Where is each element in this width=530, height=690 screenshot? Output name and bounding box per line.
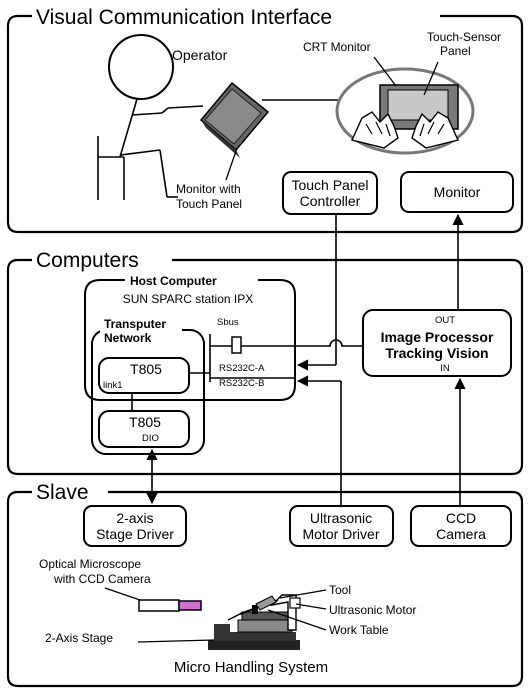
touch-panel-controller-box: Touch Panel Controller bbox=[282, 171, 378, 215]
ultrasonic-driver-label-2: Motor Driver bbox=[302, 526, 379, 542]
operator-label: Operator bbox=[172, 47, 228, 63]
microscope-icon bbox=[138, 599, 202, 612]
monitor-touch-label-2: Touch Panel bbox=[176, 197, 242, 211]
sbus-label: Sbus bbox=[217, 317, 239, 328]
micro-handling-system-label: Micro Handling System bbox=[174, 659, 328, 676]
microscope-label-1: Optical Microscope bbox=[39, 557, 141, 571]
microscope-pointer-line bbox=[104, 587, 141, 601]
dio-label: DIO bbox=[142, 433, 159, 444]
ultrasonic-driver-box: Ultrasonic Motor Driver bbox=[289, 505, 394, 547]
touch-sensor-label-2: Panel bbox=[440, 44, 471, 58]
visual-interface-section: Visual Communication Interface bbox=[6, 6, 524, 234]
slave-section: Slave bbox=[6, 481, 524, 688]
two-axis-stage-label: 2-Axis Stage bbox=[45, 631, 113, 645]
processor-in-label: IN bbox=[440, 363, 450, 374]
slave-pointer-lines bbox=[137, 589, 327, 643]
rs232b-label: RS232C-B bbox=[219, 378, 264, 389]
monitor-box: Monitor bbox=[400, 171, 514, 213]
processor-label-2: Tracking Vision bbox=[385, 345, 488, 361]
image-processor-box: OUT Image Processor Tracking Vision IN bbox=[362, 309, 512, 377]
micro-handling-system-icon bbox=[208, 594, 301, 650]
crt-monitor-label: CRT Monitor bbox=[303, 40, 371, 54]
transputer-label-2: Network bbox=[104, 331, 152, 345]
section-title-slave: Slave bbox=[36, 481, 89, 504]
link1-label: link1 bbox=[103, 380, 123, 391]
crt-monitor-icon bbox=[335, 67, 475, 155]
sbus-port bbox=[231, 336, 242, 354]
tool-label: Tool bbox=[329, 583, 351, 597]
ultrasonic-motor-label: Ultrasonic Motor bbox=[329, 603, 416, 617]
monitor-touch-label-1: Monitor with bbox=[176, 182, 241, 196]
transputer-label-1: Transputer bbox=[104, 317, 166, 331]
ccd-camera-box: CCD Camera bbox=[410, 505, 512, 547]
monitor-box-label: Monitor bbox=[434, 184, 481, 200]
operator-figure-icon bbox=[97, 34, 178, 200]
work-table-label: Work Table bbox=[329, 623, 389, 637]
t805-label-1: T805 bbox=[130, 361, 162, 377]
t805-box-1 bbox=[98, 357, 190, 394]
monitor-pointer-line bbox=[225, 147, 238, 181]
ccd-camera-label-1: CCD bbox=[446, 510, 476, 526]
section-title-computers: Computers bbox=[36, 249, 139, 272]
touch-controller-label-2: Controller bbox=[300, 193, 361, 209]
section-title-visual: Visual Communication Interface bbox=[36, 6, 332, 29]
operator-to-monitor-line bbox=[167, 105, 204, 109]
crt-pointer-line bbox=[373, 56, 397, 87]
transputer-network-box: Transputer Network T805 link1 T805 DIO bbox=[91, 317, 205, 455]
host-computer-title: Host Computer bbox=[130, 274, 217, 288]
processor-label-1: Image Processor bbox=[381, 329, 494, 345]
ccd-camera-label-2: Camera bbox=[436, 526, 486, 542]
connection-lines bbox=[146, 213, 466, 505]
stage-driver-label-1: 2-axis bbox=[116, 510, 153, 526]
touch-sensor-label-1: Touch-Sensor bbox=[427, 30, 501, 44]
touch-sensor-pointer-line bbox=[423, 61, 439, 96]
host-bus-lines bbox=[189, 334, 295, 382]
t805-box-2 bbox=[98, 410, 190, 448]
microscope-label-2: with CCD Camera bbox=[53, 572, 151, 586]
touch-controller-label-1: Touch Panel bbox=[291, 177, 368, 193]
processor-out-label: OUT bbox=[435, 315, 455, 326]
t805-label-2: T805 bbox=[129, 414, 161, 430]
computers-section: Computers bbox=[6, 249, 524, 476]
rs232a-label: RS232C-A bbox=[219, 363, 265, 374]
host-computer-subtitle: SUN SPARC station IPX bbox=[123, 292, 254, 306]
monitor-touch-panel-icon bbox=[199, 81, 270, 158]
stage-driver-label-2: Stage Driver bbox=[96, 526, 174, 542]
ultrasonic-driver-label-1: Ultrasonic bbox=[310, 510, 372, 526]
stage-driver-box: 2-axis Stage Driver bbox=[83, 505, 187, 547]
